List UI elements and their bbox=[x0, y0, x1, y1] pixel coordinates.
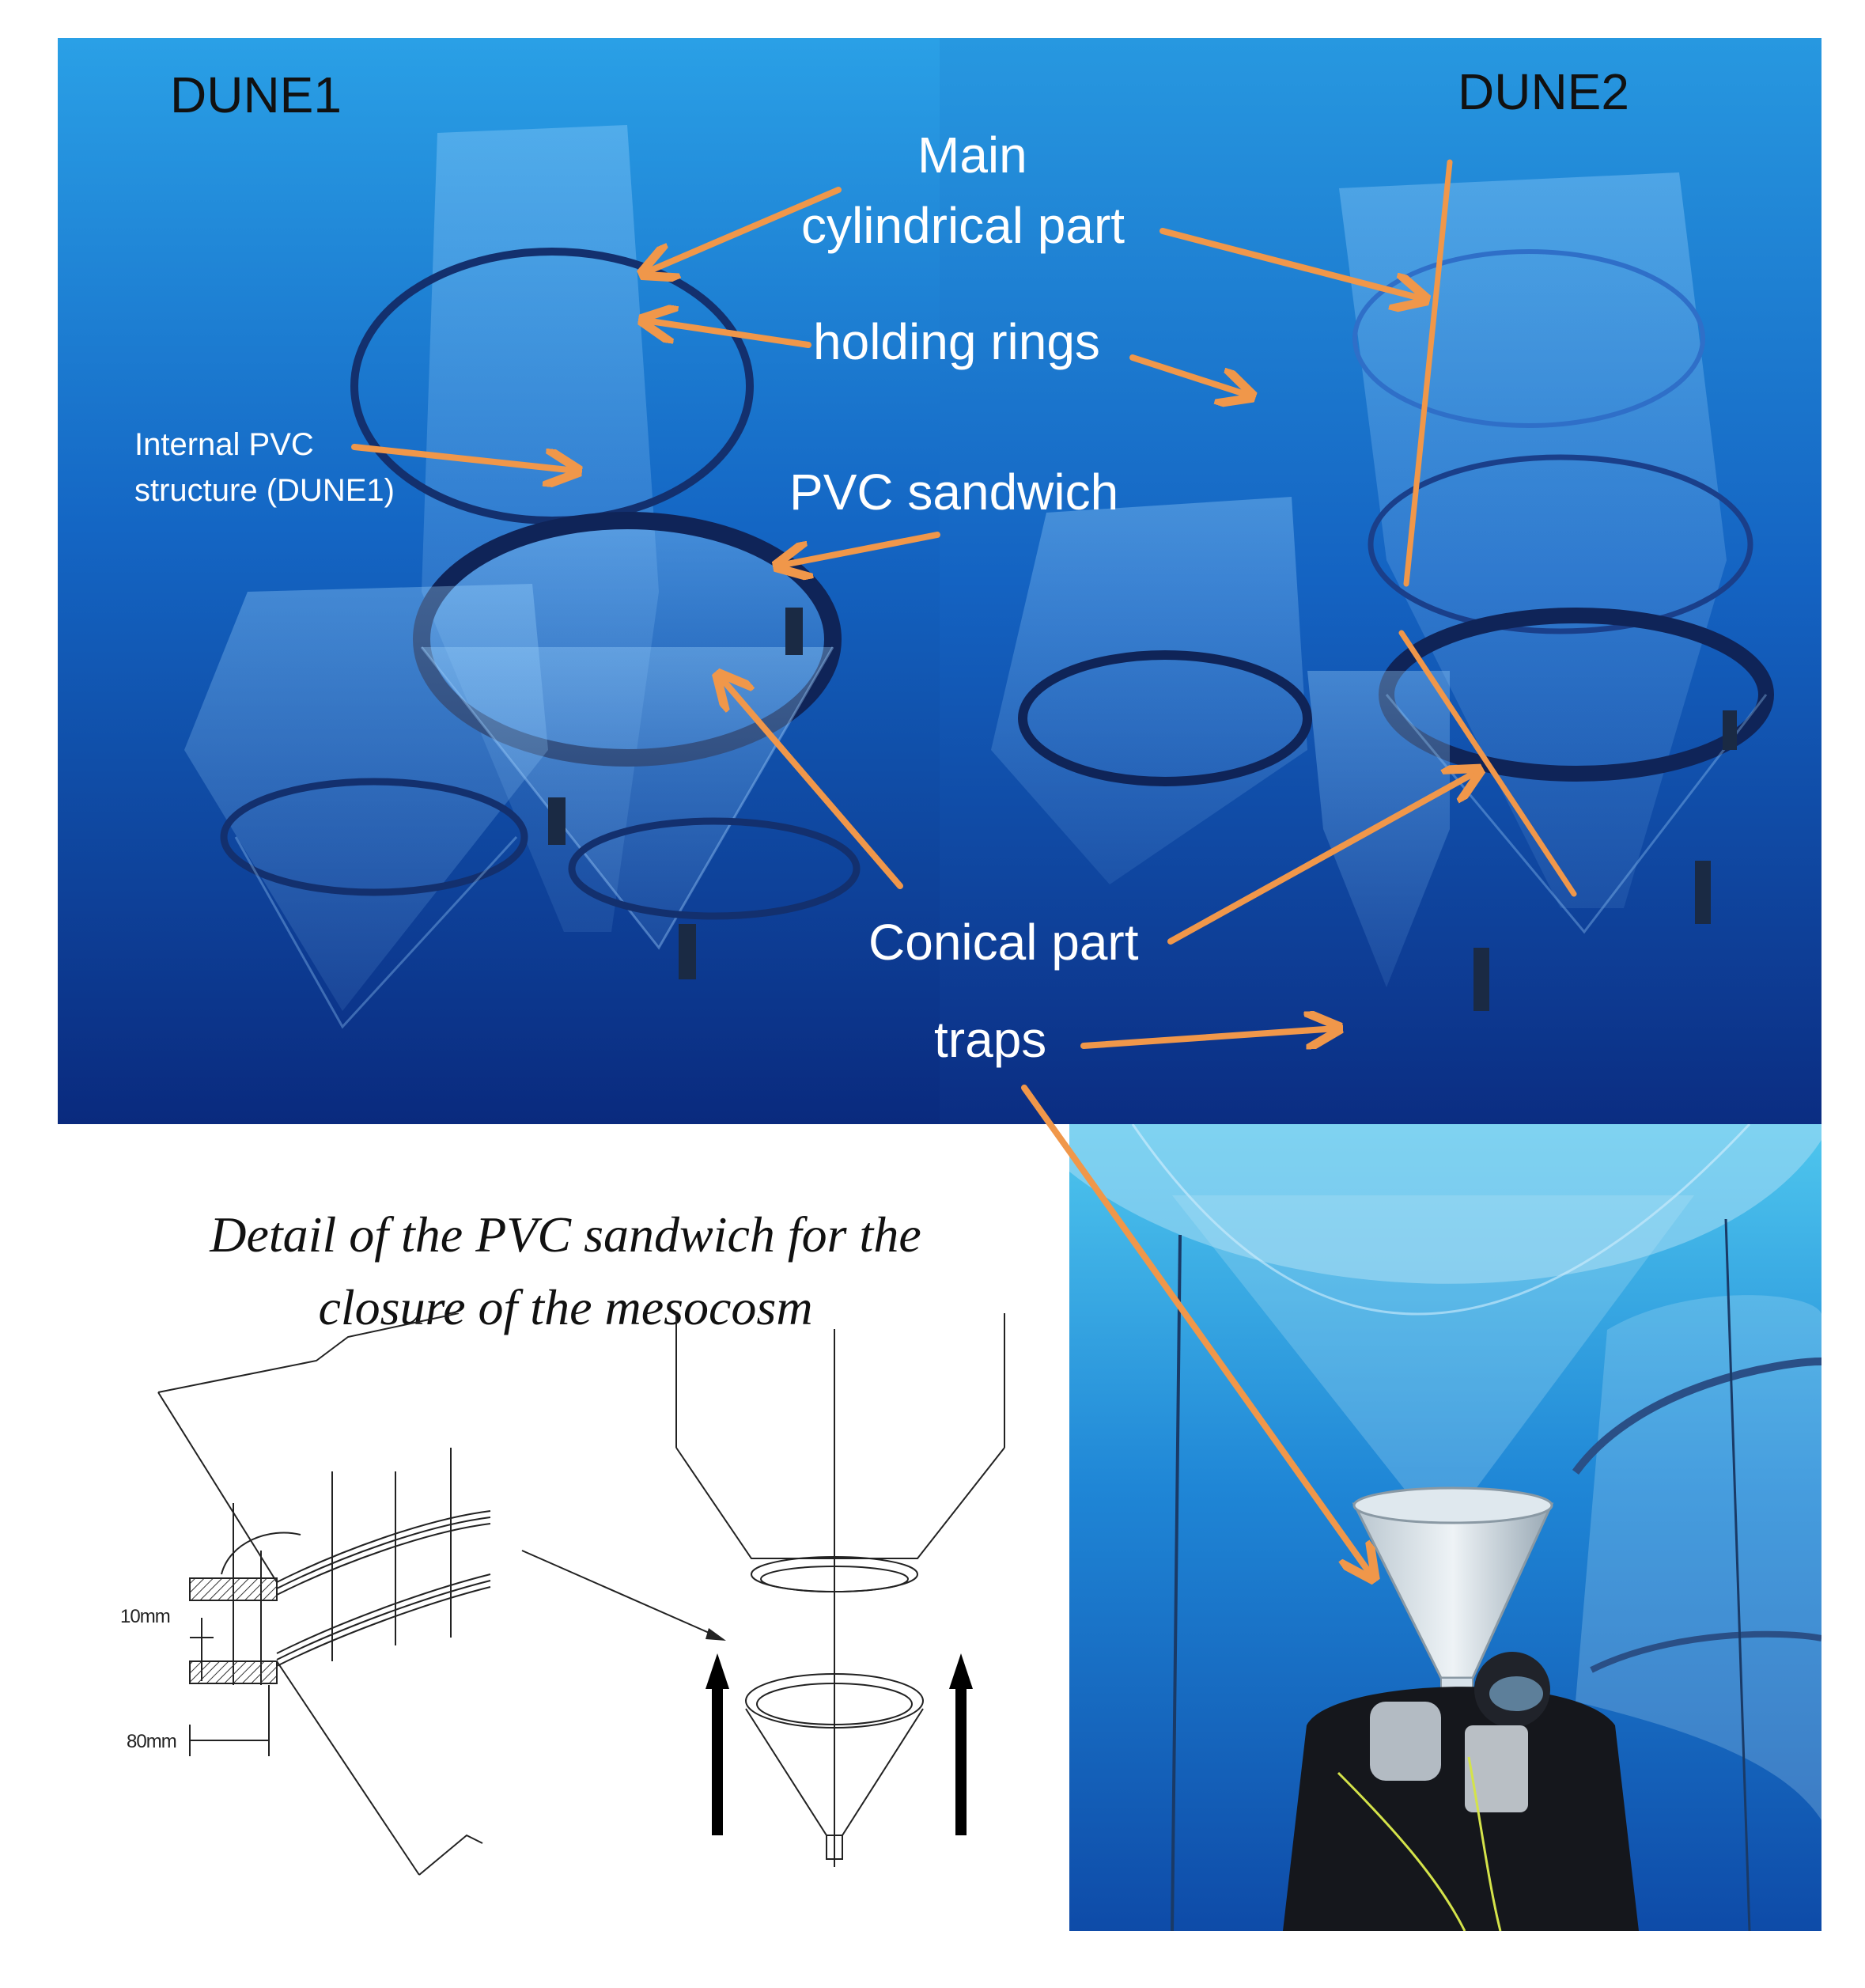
main-cylindrical-part-label-line1: Main bbox=[917, 127, 1027, 184]
internal-pvc-label-line2: structure (DUNE1) bbox=[134, 473, 395, 508]
dimension-10mm: 10mm bbox=[120, 1606, 171, 1627]
side-mesocosm bbox=[1576, 1295, 1821, 1820]
pvc-sandwich-technical-drawing bbox=[157, 1313, 1005, 1876]
upward-arrows bbox=[706, 1653, 973, 1835]
underwater-photo-dune: DUNE1 DUNE2 Main cylindrical part holdin… bbox=[58, 38, 1821, 1124]
internal-pvc-label-line1: Internal PVC bbox=[134, 427, 314, 462]
holding-rings-label: holding rings bbox=[813, 313, 1100, 370]
dimension-80mm: 80mm bbox=[127, 1731, 177, 1752]
dune2-label: DUNE2 bbox=[1458, 63, 1629, 120]
detail-title-line1: Detail of the PVC sandwich for the bbox=[210, 1206, 921, 1263]
conical-part-label: Conical part bbox=[868, 914, 1139, 971]
diver-photo-illustration bbox=[1069, 1124, 1821, 1931]
internal-pvc-structure-label: Internal PVC structure (DUNE1) bbox=[134, 422, 395, 513]
pvc-sandwich-label: PVC sandwich bbox=[789, 464, 1119, 521]
mesocosm-closure-drawing bbox=[675, 1313, 1005, 1867]
detail-pointer-arrow bbox=[521, 1550, 721, 1638]
diver-trap-photo bbox=[1069, 1124, 1821, 1931]
main-cylindrical-part-label-line2: cylindrical part bbox=[801, 197, 1125, 254]
dune1-label: DUNE1 bbox=[170, 66, 342, 123]
traps-label: traps bbox=[934, 1011, 1047, 1068]
diver bbox=[1283, 1687, 1639, 1931]
